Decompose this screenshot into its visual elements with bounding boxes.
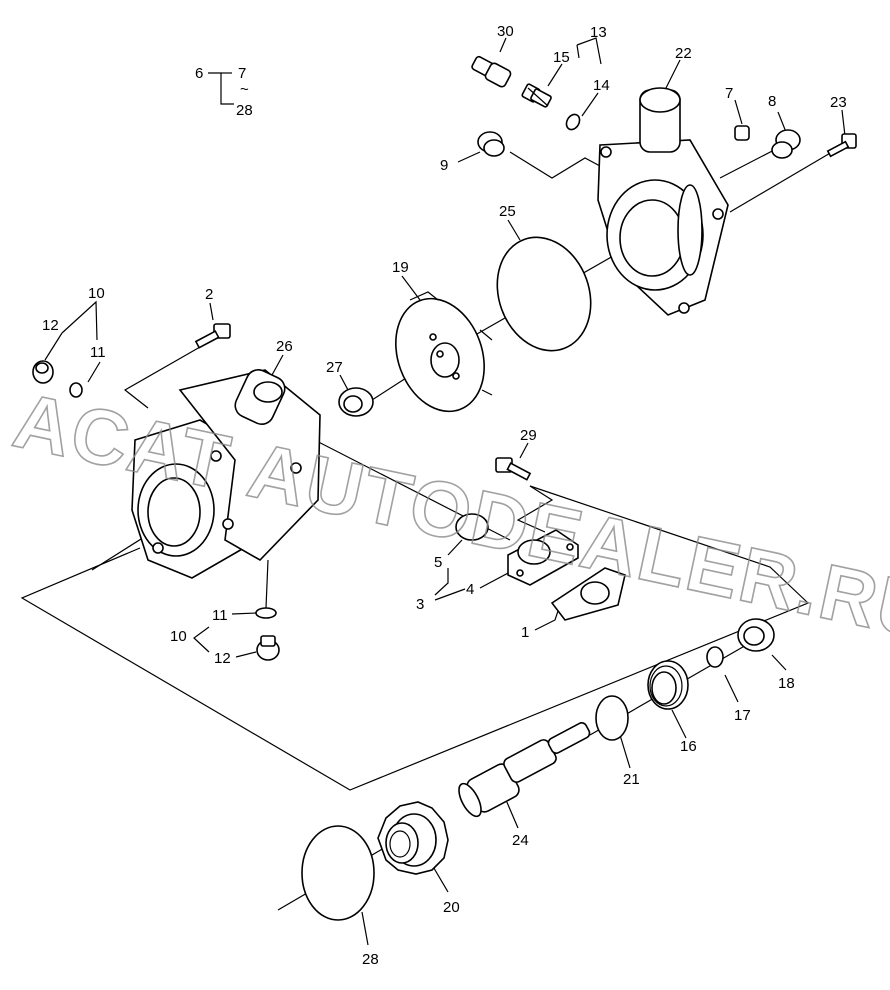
o-ring-21 bbox=[595, 695, 629, 741]
o-ring-11-top bbox=[69, 382, 83, 398]
plug-12-top bbox=[32, 360, 54, 384]
label-30: 30 bbox=[497, 23, 514, 40]
label-20: 20 bbox=[443, 899, 460, 916]
label-24: 24 bbox=[512, 832, 529, 849]
plug-9 bbox=[477, 131, 505, 157]
label-7-right: 7 bbox=[725, 85, 733, 102]
o-ring-25 bbox=[496, 236, 592, 352]
plug-12-bottom bbox=[256, 635, 280, 661]
pin-7 bbox=[734, 125, 750, 141]
sensor-15 bbox=[521, 83, 552, 108]
label-23: 23 bbox=[830, 94, 847, 111]
label-13: 13 bbox=[590, 24, 607, 41]
pump-housing bbox=[131, 369, 321, 579]
seal-18 bbox=[737, 618, 775, 652]
label-6: 6 bbox=[195, 65, 203, 82]
label-16: 16 bbox=[680, 738, 697, 755]
plug-30 bbox=[471, 55, 512, 88]
label-22: 22 bbox=[675, 45, 692, 62]
label-21: 21 bbox=[623, 771, 640, 788]
label-25: 25 bbox=[499, 203, 516, 220]
label-2: 2 bbox=[205, 286, 213, 303]
gear-20 bbox=[377, 801, 449, 875]
bolt-29 bbox=[495, 457, 532, 481]
seal-27 bbox=[338, 387, 374, 417]
label-15: 15 bbox=[553, 49, 570, 66]
label-28-top: 28 bbox=[236, 102, 253, 119]
cap-8 bbox=[771, 129, 801, 159]
label-7-left: 7 bbox=[238, 65, 246, 82]
snap-ring-17 bbox=[706, 646, 724, 668]
leader-lines bbox=[20, 37, 846, 946]
o-ring-28 bbox=[301, 825, 375, 921]
label-10-top: 10 bbox=[88, 285, 105, 302]
label-19: 19 bbox=[392, 259, 409, 276]
callout-labels: 30 13 15 14 22 7 8 23 9 25 19 6 7 ~ 28 1… bbox=[42, 23, 847, 968]
o-ring-11-bottom bbox=[255, 607, 277, 619]
bearing-16 bbox=[647, 660, 689, 710]
gasket-1 bbox=[550, 567, 626, 621]
label-27: 27 bbox=[326, 359, 343, 376]
label-28-bottom: 28 bbox=[362, 951, 379, 968]
label-11-bottom: 11 bbox=[212, 607, 228, 624]
label-26: 26 bbox=[276, 338, 293, 355]
pump-cover-22 bbox=[597, 87, 729, 316]
label-14: 14 bbox=[593, 77, 610, 94]
label-3: 3 bbox=[416, 596, 424, 613]
label-4: 4 bbox=[466, 581, 474, 598]
shaft-24 bbox=[458, 722, 591, 818]
label-17: 17 bbox=[734, 707, 751, 724]
label-12-top: 12 bbox=[42, 317, 59, 334]
impeller-19 bbox=[395, 291, 493, 413]
label-12-bottom: 12 bbox=[214, 650, 231, 667]
bolt-2 bbox=[194, 323, 231, 349]
flange-4 bbox=[507, 529, 579, 586]
label-9: 9 bbox=[440, 157, 448, 174]
o-ring-5 bbox=[455, 513, 489, 541]
label-tilde: ~ bbox=[240, 81, 249, 98]
label-8: 8 bbox=[768, 93, 776, 110]
label-5: 5 bbox=[434, 554, 442, 571]
label-1: 1 bbox=[521, 624, 529, 641]
label-11-top: 11 bbox=[90, 344, 106, 361]
label-10-bottom: 10 bbox=[170, 628, 187, 645]
label-29: 29 bbox=[520, 427, 537, 444]
o-ring-14 bbox=[565, 113, 581, 131]
label-18: 18 bbox=[778, 675, 795, 692]
bolt-23 bbox=[826, 133, 857, 158]
